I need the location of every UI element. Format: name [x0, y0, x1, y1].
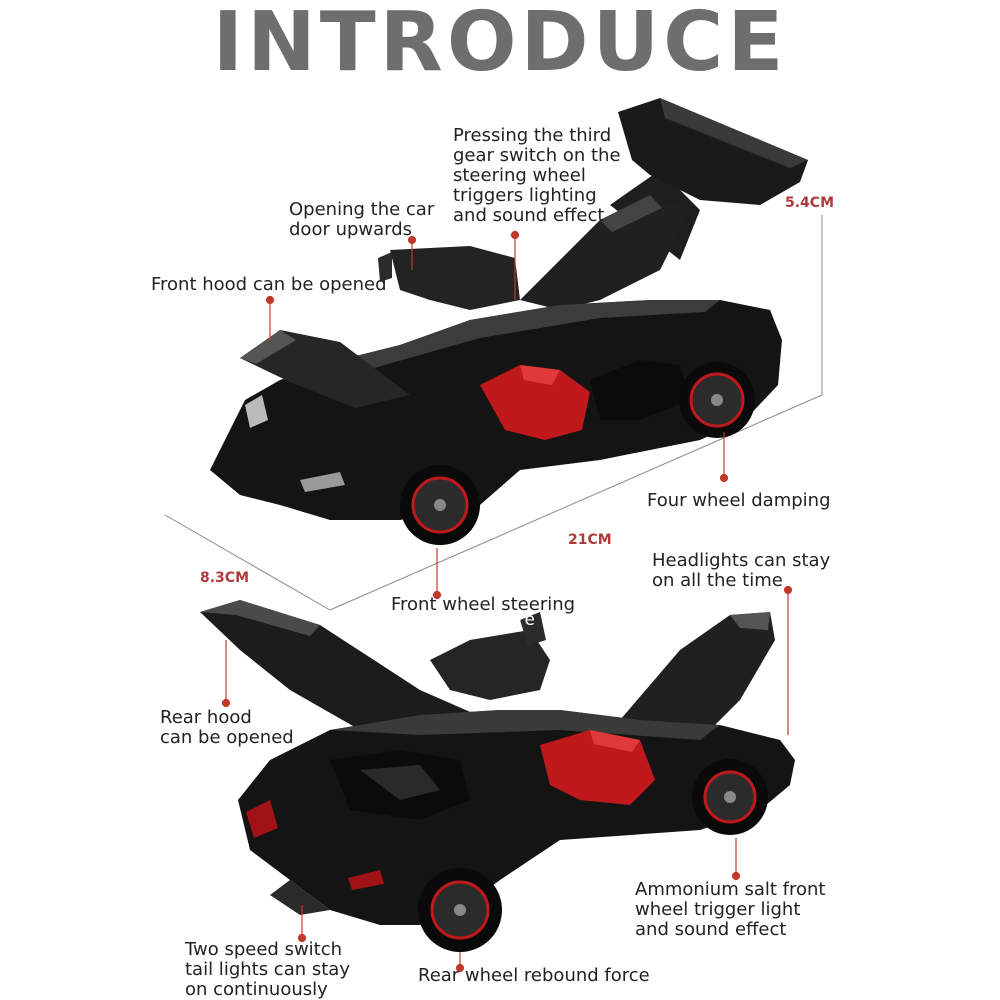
dimension-lines [164, 215, 823, 611]
callout-leaders [221, 230, 793, 973]
callout-front-hood: Front hood can be opened [151, 274, 387, 295]
callout-four-wheel-damping: Four wheel damping [647, 490, 831, 511]
bottom-car [200, 600, 795, 952]
length-dimension: 21CM [568, 532, 612, 548]
store-watermark: Store No. 1100313066 [488, 610, 691, 630]
page-title: INTRODUCE [212, 0, 788, 90]
top-car [210, 98, 808, 545]
callout-front-wheel-steering: Front wheel steering [391, 594, 576, 615]
width-dimension: 8.3CM [200, 570, 250, 586]
height-dimension: 5.4CM [785, 195, 835, 211]
callout-rear-wheel-rebound: Rear wheel rebound force [418, 965, 650, 986]
